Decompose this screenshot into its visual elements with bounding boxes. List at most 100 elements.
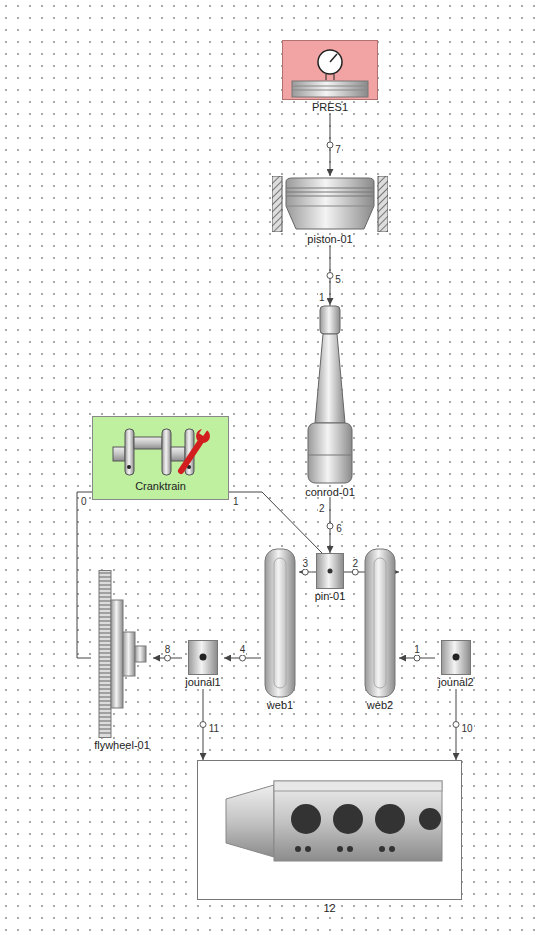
icon-part xyxy=(99,689,111,690)
component-name: PRES1 xyxy=(279,101,381,114)
component-name: web1 xyxy=(261,699,299,712)
icon-part xyxy=(365,549,395,697)
icon-part xyxy=(320,306,340,334)
engine-icon xyxy=(198,761,463,901)
icon-part xyxy=(274,781,442,861)
cranktrain-box: Cranktrain xyxy=(92,416,229,500)
icon-part xyxy=(99,637,111,638)
web-icon xyxy=(264,548,296,698)
engine-block: 12 xyxy=(197,760,462,915)
icon-part xyxy=(99,697,111,698)
port-number: 0 xyxy=(80,496,88,507)
icon-part xyxy=(286,196,374,197)
icon-part xyxy=(199,426,208,436)
journal-part: jounal2 xyxy=(435,640,477,689)
icon-part xyxy=(334,74,335,80)
component-name: Cranktrain xyxy=(93,480,228,493)
connection-number: 3 xyxy=(301,558,309,569)
connection-dot xyxy=(327,273,333,279)
journal-icon xyxy=(441,640,471,675)
icon-part xyxy=(99,589,111,590)
crank-web: web1 xyxy=(261,548,299,712)
icon-part xyxy=(125,429,134,475)
crank-icon xyxy=(111,423,211,479)
icon-part xyxy=(135,646,146,662)
icon-part xyxy=(99,725,111,726)
icon-part xyxy=(181,441,201,471)
piston-icon xyxy=(272,176,388,232)
icon-part xyxy=(99,571,111,738)
icon-part xyxy=(162,429,171,475)
connection-number: 11 xyxy=(208,723,220,734)
icon-part xyxy=(99,629,111,630)
icon-part xyxy=(295,846,301,852)
icon-part xyxy=(99,653,111,654)
connector-line xyxy=(77,492,92,658)
icon-part xyxy=(318,50,342,74)
icon-part xyxy=(286,192,374,193)
icon-part xyxy=(286,188,374,189)
port-number: 1 xyxy=(318,292,326,303)
icon-part xyxy=(123,632,135,676)
icon-part xyxy=(286,178,374,229)
icon-part xyxy=(99,617,111,618)
pin-icon xyxy=(316,553,344,589)
icon-part xyxy=(286,206,374,207)
connection-dot xyxy=(453,722,459,728)
icon-part xyxy=(99,729,111,730)
flywheel-icon xyxy=(97,570,147,738)
icon-part xyxy=(134,437,162,449)
flywheel-part: flywheel-01 xyxy=(91,570,153,752)
icon-part xyxy=(347,846,353,852)
icon-part xyxy=(99,657,111,658)
connection-number: 10 xyxy=(460,723,473,734)
component-name: jounal1 xyxy=(182,676,224,689)
connection-number: 1 xyxy=(413,644,421,655)
icon-part xyxy=(99,641,111,642)
journal-icon xyxy=(188,640,218,675)
connector-line xyxy=(229,492,322,553)
connection-dot xyxy=(165,655,171,661)
icon-part xyxy=(99,721,111,722)
icon-part xyxy=(99,573,111,574)
icon-part xyxy=(317,554,344,589)
component-name: piston-01 xyxy=(269,233,391,246)
crankpin-part: pin-01 xyxy=(312,553,349,603)
icon-part xyxy=(99,713,111,714)
icon-part xyxy=(113,447,125,461)
icon-part xyxy=(99,661,111,662)
icon-part xyxy=(337,846,343,852)
icon-part xyxy=(99,621,111,622)
icon-part xyxy=(226,785,274,857)
icon-part xyxy=(292,90,368,91)
icon-part xyxy=(99,681,111,682)
icon-part xyxy=(292,86,368,87)
icon-part xyxy=(99,601,111,602)
connection-number: 4 xyxy=(239,644,247,655)
icon-part xyxy=(99,701,111,702)
icon-part xyxy=(99,633,111,634)
icon-part xyxy=(291,804,321,834)
icon-part xyxy=(99,625,111,626)
icon-part xyxy=(330,54,337,62)
web-icon xyxy=(364,548,396,698)
component-name: conrod-01 xyxy=(297,486,363,499)
icon-part xyxy=(111,600,123,708)
icon-part xyxy=(171,447,185,461)
icon-part xyxy=(99,645,111,646)
icon-part xyxy=(99,585,111,586)
conrod-icon xyxy=(300,305,360,485)
icon-part xyxy=(99,705,111,706)
icon-part xyxy=(99,693,111,694)
icon-part xyxy=(274,558,286,688)
icon-part xyxy=(99,597,111,598)
icon-part xyxy=(99,581,111,582)
port-number: 2 xyxy=(318,503,326,514)
icon-part xyxy=(200,654,207,661)
icon-part xyxy=(99,609,111,610)
connection-dot xyxy=(327,523,333,529)
component-name: pin-01 xyxy=(312,590,349,603)
icon-part xyxy=(378,176,388,232)
icon-part xyxy=(453,654,460,661)
icon-part xyxy=(99,717,111,718)
